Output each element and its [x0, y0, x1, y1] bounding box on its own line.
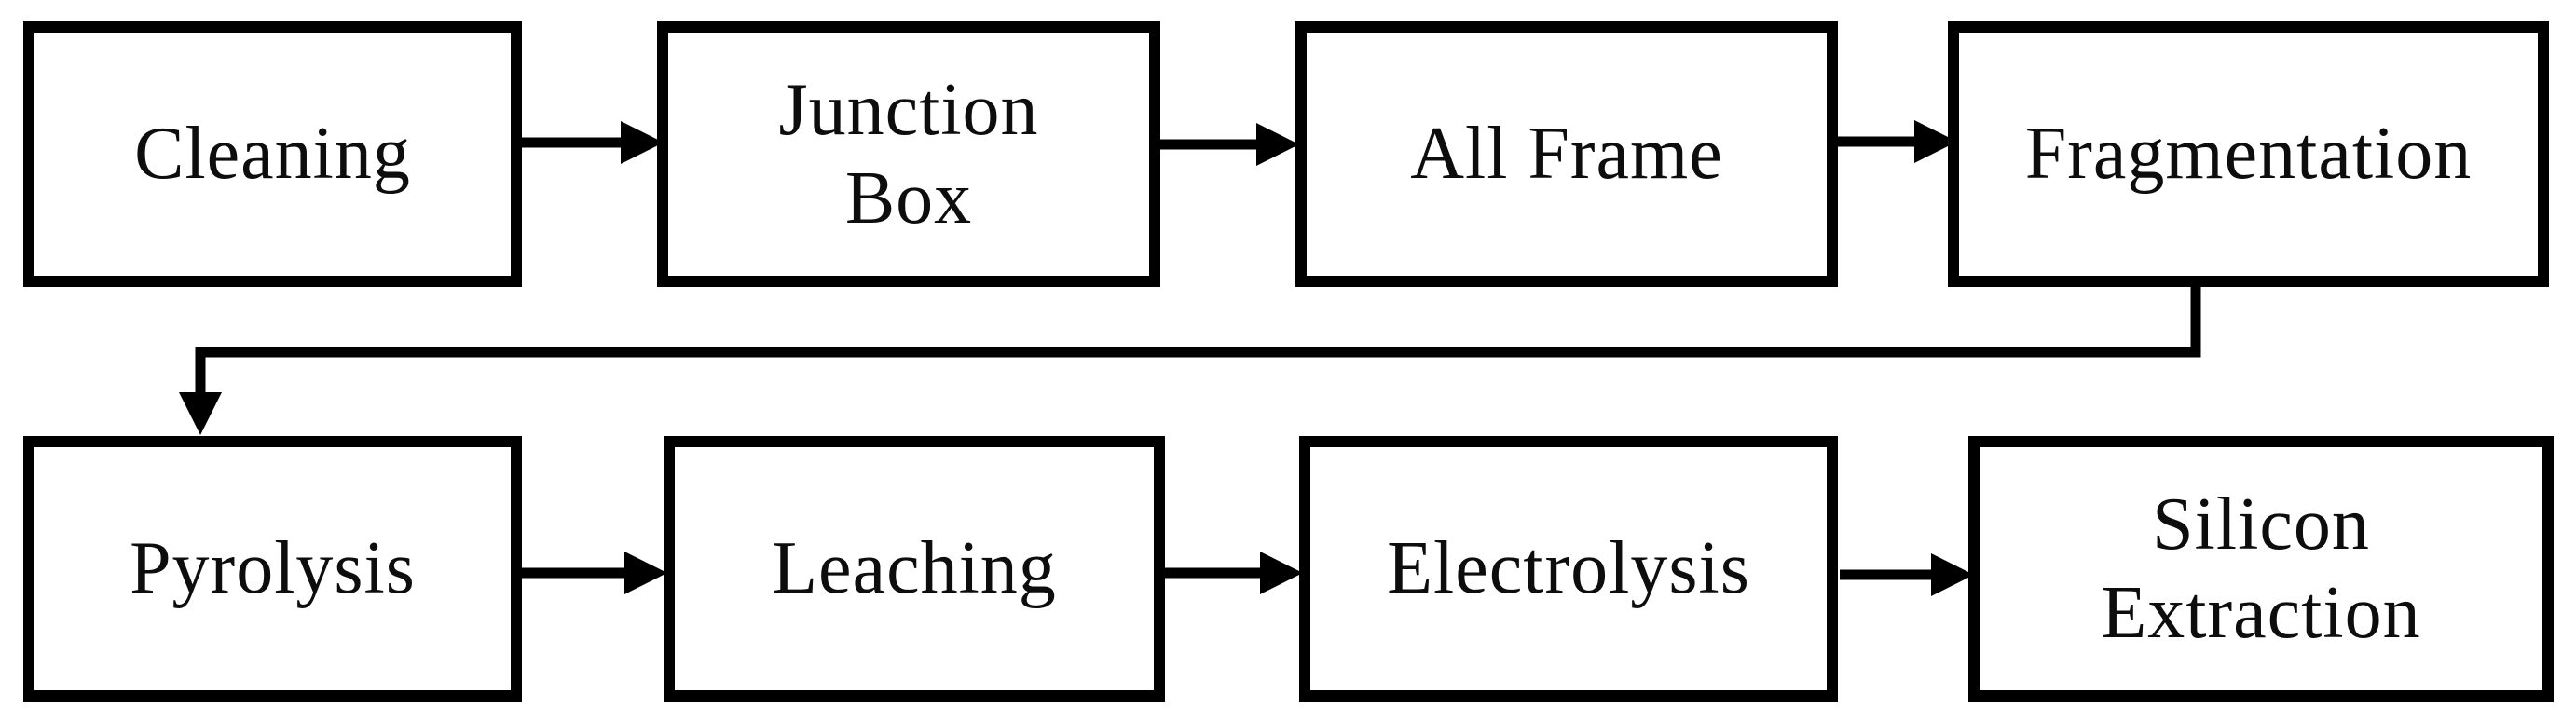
- arrow-all-frame-to-fragmentation: [1838, 120, 1957, 163]
- box-label: Pyrolysis: [130, 527, 416, 610]
- arrow-electrolysis-to-silicon-extraction: [1840, 553, 1974, 596]
- box-label: Cleaning: [134, 113, 411, 196]
- elbow-fragmentation-to-pyrolysis: [179, 281, 2201, 435]
- arrow-cleaning-to-junction-box: [522, 121, 664, 164]
- box-pyrolysis: Pyrolysis: [23, 436, 522, 702]
- box-label: All Frame: [1410, 113, 1723, 196]
- arrow-junction-box-to-all-frame: [1160, 123, 1299, 166]
- box-label-line-1: Junction: [778, 69, 1039, 152]
- box-all-frame: All Frame: [1295, 21, 1838, 287]
- box-label-line-2: Extraction: [2101, 571, 2421, 654]
- box-label-line-1: Silicon: [2152, 484, 2370, 566]
- box-label: Fragmentation: [2024, 113, 2473, 196]
- box-leaching: Leaching: [664, 436, 1165, 702]
- arrow-leaching-to-electrolysis: [1165, 552, 1303, 594]
- box-silicon-extraction: Silicon Extraction: [1968, 436, 2554, 702]
- box-fragmentation: Fragmentation: [1948, 21, 2549, 287]
- box-label: Electrolysis: [1387, 527, 1750, 610]
- box-junction-box: Junction Box: [657, 21, 1160, 287]
- box-label: Leaching: [772, 527, 1057, 610]
- box-electrolysis: Electrolysis: [1299, 436, 1838, 702]
- box-cleaning: Cleaning: [23, 21, 522, 287]
- arrow-pyrolysis-to-leaching: [522, 552, 667, 594]
- box-label-line-2: Box: [844, 157, 973, 239]
